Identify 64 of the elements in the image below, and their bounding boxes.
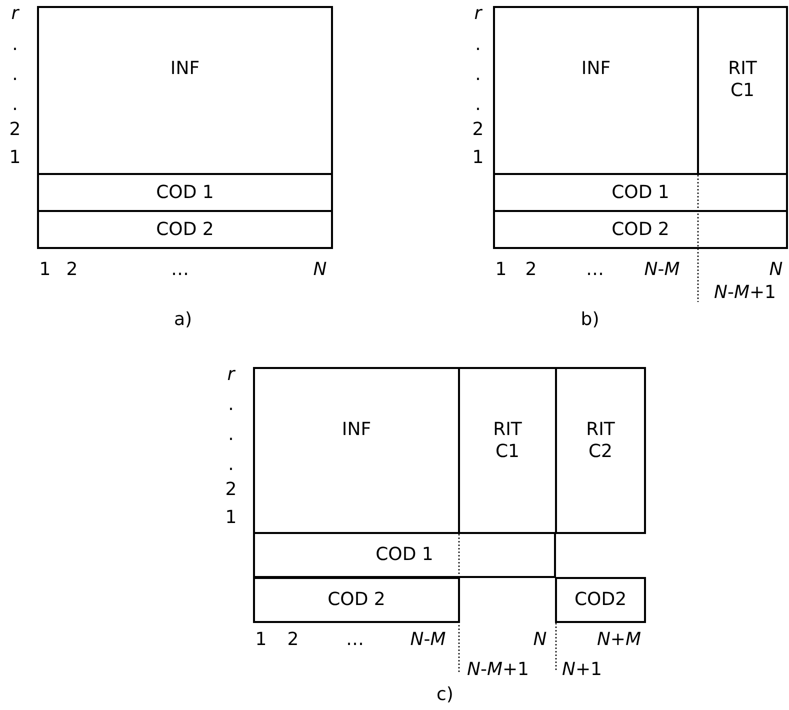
row-index: . [228,454,234,476]
block-label: COD 1 [612,182,670,204]
matrix-block [37,173,333,212]
column-index: N [533,629,547,651]
row-index: . [12,34,18,56]
row-index: 1 [472,147,484,169]
column-index: N-M [644,259,680,281]
matrix-block [493,210,788,249]
row-index: r [11,3,19,25]
column-index: N-M+1 [466,659,530,681]
row-index: 2 [225,479,237,501]
matrix-block [697,6,788,175]
row-index: . [475,94,481,116]
column-index: … [586,259,604,281]
column-index: 2 [287,629,299,651]
block-label: COD 1 [376,544,434,566]
column-index: … [346,629,364,651]
row-index: . [12,94,18,116]
block-label: COD2 [574,589,627,611]
column-index: N+M [596,629,642,651]
column-index: N [313,259,327,281]
column-index: N [769,259,783,281]
block-label: INF [342,419,372,441]
block-label: COD 2 [156,218,214,240]
column-index: N-M+1 [714,282,776,304]
row-index: 2 [9,119,21,141]
matrix-block [37,6,333,175]
block-label: INF [170,58,200,80]
matrix-block [253,367,460,534]
row-index: r [474,3,482,25]
matrix-block [555,367,646,534]
block-label: RIT C2 [585,419,616,463]
panel-caption: b) [580,309,600,331]
panel-caption: c) [436,684,454,706]
column-index: N+1 [562,659,602,681]
block-label: COD 2 [328,589,386,611]
block-label: INF [581,58,611,80]
column-index: … [171,259,189,281]
matrix-block [253,532,556,578]
row-index: . [12,64,18,86]
row-index: 1 [9,147,21,169]
row-index: . [228,424,234,446]
row-index: . [228,394,234,416]
column-index: 1 [255,629,267,651]
column-index: 2 [525,259,537,281]
row-index: . [475,64,481,86]
row-index: 2 [472,119,484,141]
row-index: 1 [225,507,237,529]
column-index: 2 [66,259,78,281]
block-label: RIT C1 [727,58,758,102]
block-label: COD 2 [612,218,670,240]
row-index: r [227,364,235,386]
matrix-block [493,173,788,212]
matrix-block [555,577,646,623]
block-label: COD 1 [156,182,214,204]
panel-caption: a) [174,309,192,331]
row-index: . [475,34,481,56]
matrix-block [37,210,333,249]
block-label: RIT C1 [492,419,523,463]
column-index: N-M [410,629,446,651]
column-index: 1 [495,259,507,281]
matrix-block [253,577,460,623]
column-index: 1 [39,259,51,281]
matrix-block [493,6,699,175]
